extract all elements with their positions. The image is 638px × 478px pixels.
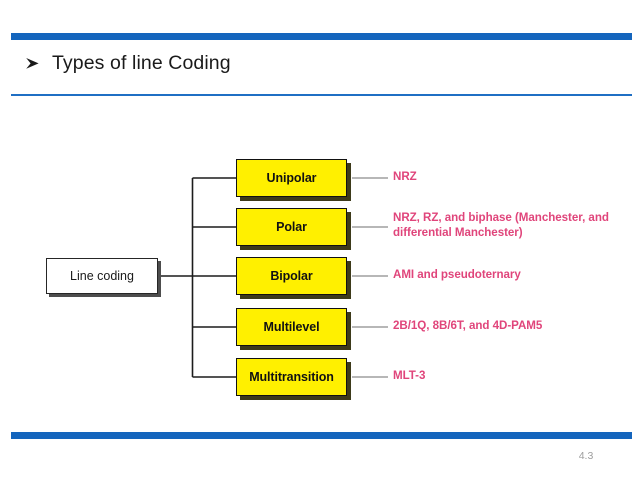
header-top-rule: [11, 33, 632, 40]
footer-rule: [11, 432, 632, 439]
node-unipolar[interactable]: Unipolar: [236, 159, 347, 197]
node-label: Bipolar: [270, 269, 313, 283]
node-multitransition[interactable]: Multitransition: [236, 358, 347, 396]
node-bipolar[interactable]: Bipolar: [236, 257, 347, 295]
node-multilevel[interactable]: Multilevel: [236, 308, 347, 346]
arrow-bullet-icon: [26, 58, 39, 69]
slide-title-row: Types of line Coding: [24, 52, 231, 75]
description-bipolar: AMI and pseudoternary: [393, 268, 521, 281]
page-title: Types of line Coding: [52, 52, 231, 74]
node-label: Unipolar: [266, 171, 317, 185]
node-label: Polar: [276, 220, 307, 234]
node-label: Multilevel: [263, 320, 320, 334]
page-number: 4.3: [578, 450, 594, 462]
node-label: Multitransition: [249, 370, 334, 384]
description-multilevel: 2B/1Q, 8B/6T, and 4D-PAM5: [393, 319, 543, 332]
description-polar: NRZ, RZ, and biphase (Manchester, and di…: [393, 211, 609, 239]
description-multitransition: MLT-3: [393, 369, 426, 382]
root-node-label: Line coding: [70, 269, 134, 283]
node-polar[interactable]: Polar: [236, 208, 347, 246]
header-bottom-rule: [11, 94, 632, 96]
description-unipolar: NRZ: [393, 170, 417, 183]
root-node-line-coding[interactable]: Line coding: [46, 258, 158, 294]
